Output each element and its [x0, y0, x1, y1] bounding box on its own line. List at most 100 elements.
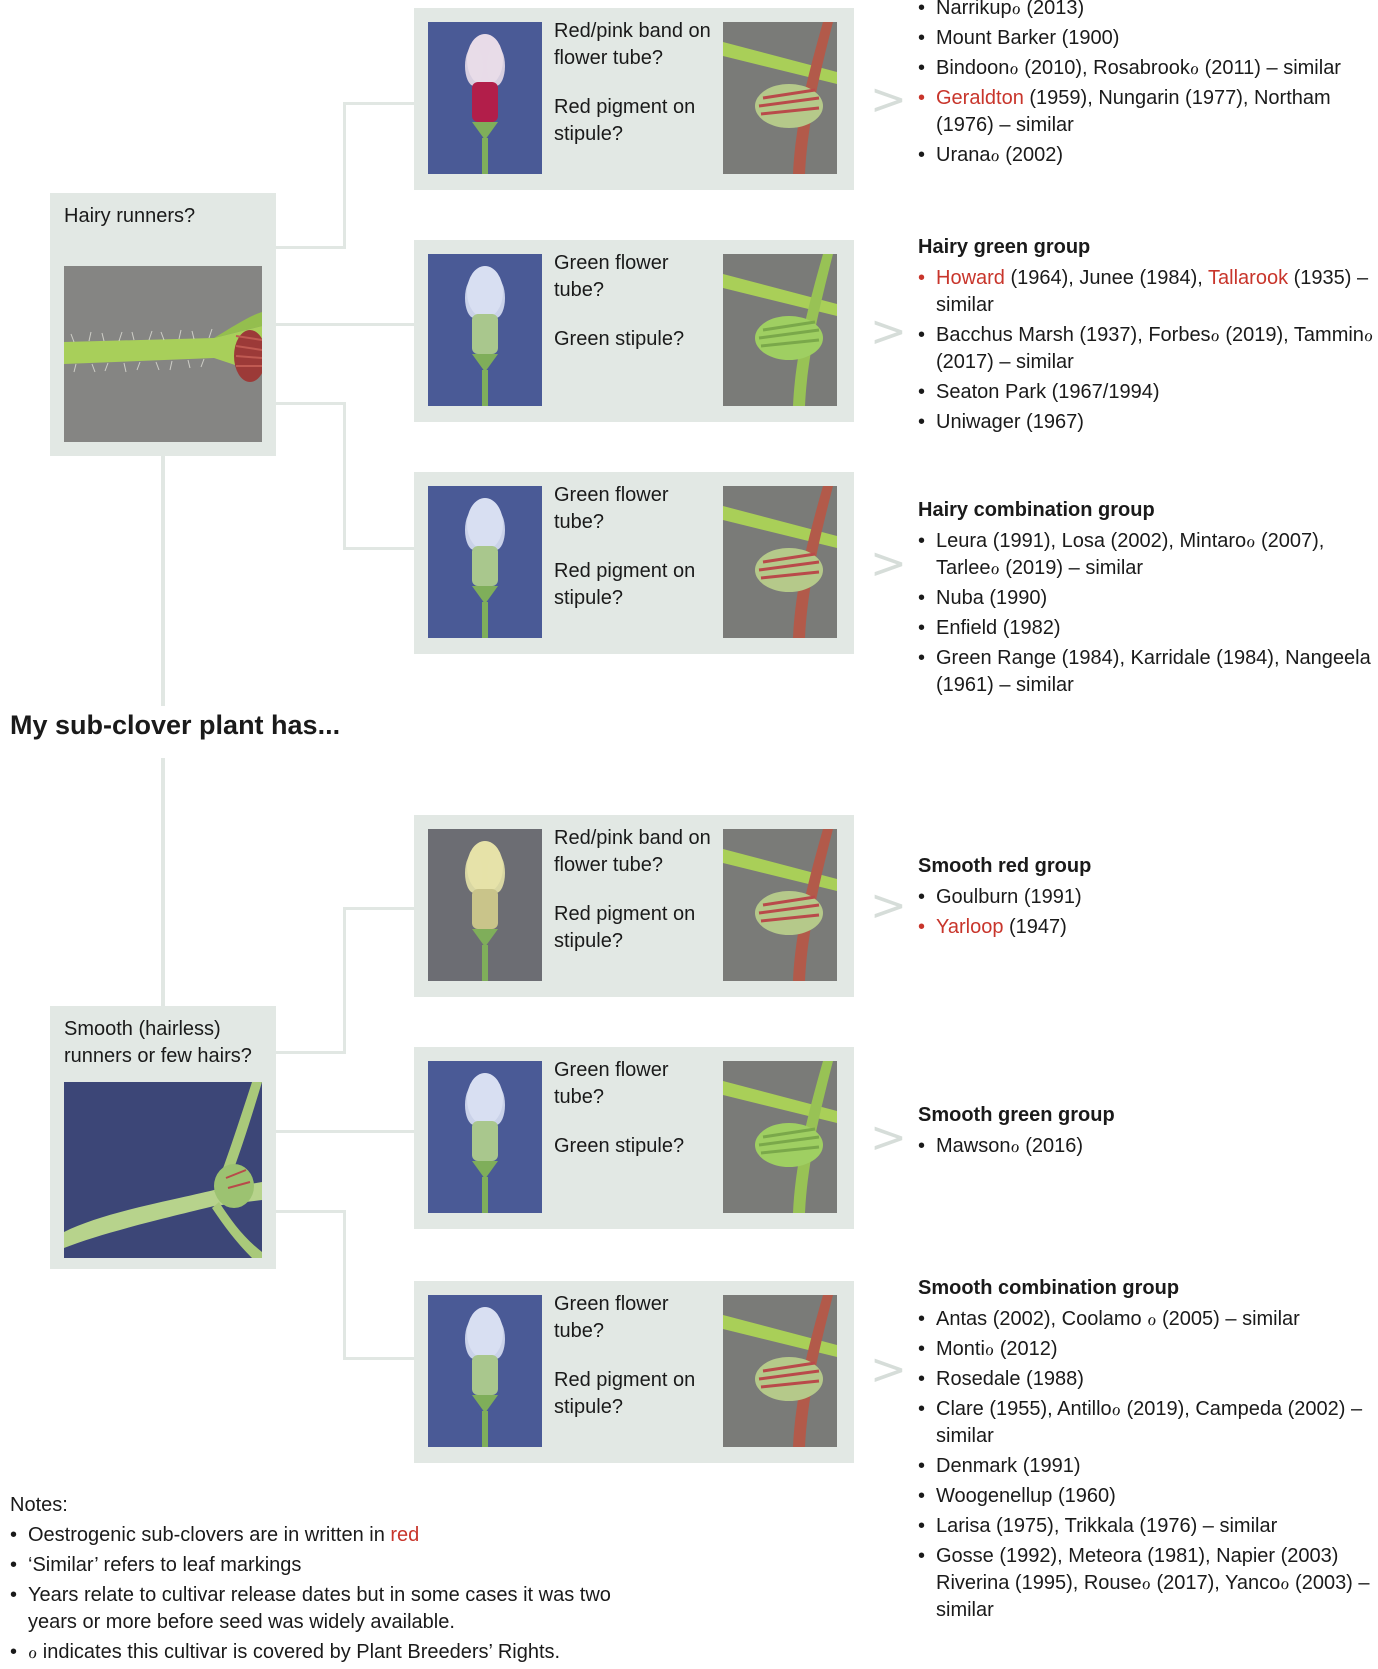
cultivar-text: (1935) – similar: [936, 267, 1369, 316]
note-red-word: red: [390, 1524, 420, 1546]
bullet: •: [918, 1545, 926, 1567]
arrow-chevron: >: [870, 880, 907, 931]
trunk-line-lower: [161, 758, 165, 1006]
smooth-runners-question: Smooth (hairless) runners or few hairs?: [64, 1018, 252, 1067]
hairy-runner-photo: [64, 266, 262, 442]
cultivar-text: Narrikupℴ (2013): [936, 0, 1085, 19]
cultivar-text: Enfield (1982): [936, 617, 1061, 639]
group-hairy-red: • Narrikupℴ (2013) •Mount Barker (1900) • Bi…: [918, 0, 1378, 172]
cultivar-item: • Woogenellup (1960): [918, 1483, 1378, 1510]
cultivar-text: Seaton Park (1967/1994): [936, 381, 1160, 403]
notes: Notes: •Oestrogenic sub-clovers are in w…: [10, 1492, 650, 1669]
cultivar-text: Green Range (1984), Karridale (1984), Na…: [936, 647, 1371, 696]
smooth-branch-line: [343, 907, 346, 1054]
decision-card: Red/pink band on flower tube? Red pigmen…: [414, 815, 854, 997]
bullet: •: [918, 1338, 926, 1360]
cultivar-item: • Green Range (1984), Karridale (1984), N…: [918, 645, 1378, 699]
cultivar-text: Rosedale (1988): [936, 1368, 1084, 1390]
bullet: •: [918, 886, 926, 908]
bullet: •: [918, 530, 926, 552]
cultivar-item: •Enfield (1982): [918, 615, 1378, 642]
bullet: •: [918, 267, 926, 289]
stipule-question: Green stipule?: [554, 328, 685, 350]
bullet: •: [918, 87, 926, 109]
stipule-photo: [723, 1295, 837, 1447]
flower-tube-photo: [428, 1295, 542, 1447]
cultivar-item: •Leura (1991), Losa (2002), Mintaroℴ (20…: [918, 528, 1378, 582]
cultivar-item: • Seaton Park (1967/1994): [918, 379, 1378, 406]
flower-tube-question: Green flower tube?: [554, 252, 669, 301]
bullet: •: [918, 1368, 926, 1390]
hairy-branch-line: [276, 402, 346, 405]
note-item: •‘Similar’ refers to leaf markings: [10, 1554, 302, 1576]
flower-tube-question: Red/pink band on flower tube?: [554, 827, 711, 876]
bullet: •: [918, 1398, 926, 1420]
hairy-runners-box: Hairy runners?: [50, 193, 276, 456]
hairy-branch-line: [343, 402, 346, 550]
cultivar-list: •Mawsonℴ (2016): [918, 1133, 1378, 1160]
cultivar-item: •Mount Barker (1900): [918, 25, 1378, 52]
smooth-branch-line: [343, 907, 414, 910]
smooth-branch-line: [276, 1210, 346, 1213]
bullet: •: [918, 1308, 926, 1330]
bullet: •: [918, 0, 926, 19]
cultivar-item: •Clare (1955), Antilloℴ (2019), Campeda …: [918, 1396, 1378, 1450]
hairy-branch-line: [276, 323, 414, 326]
note-text: ‘Similar’ refers to leaf markings: [28, 1554, 302, 1576]
group-hairy-green: Hairy green group•Howard (1964), Junee (…: [918, 234, 1378, 439]
group-hairy-combination: Hairy combination group•Leura (1991), Lo…: [918, 497, 1378, 702]
smooth-branch-line: [343, 1357, 414, 1360]
cultivar-item: • Bacchus Marsh (1937), Forbesℴ (2019), T…: [918, 322, 1378, 376]
cultivar-item: • Goulburn (1991): [918, 884, 1378, 911]
decision-card: Red/pink band on flower tube? Red pigmen…: [414, 8, 854, 190]
smooth-branch-line: [343, 1210, 346, 1360]
notes-heading: Notes:: [10, 1494, 68, 1516]
arrow-chevron: >: [870, 1112, 907, 1163]
cultivar-list: •Howard (1964), Junee (1984), Tallarook …: [918, 265, 1378, 436]
cultivar-text: Bindoonℴ (2010), Rosabrookℴ (2011) – sim…: [936, 57, 1341, 79]
stipule-question: Red pigment on stipule?: [554, 96, 696, 145]
group-heading: Smooth red group: [918, 855, 1092, 877]
decision-card: Green flower tube? Green stipule?: [414, 1047, 854, 1229]
cultivar-text: Montiℴ (2012): [936, 1338, 1058, 1360]
cultivar-item: • Montiℴ (2012): [918, 1336, 1378, 1363]
oestrogenic-cultivar: Howard: [936, 267, 1005, 289]
arrow-chevron: >: [870, 74, 907, 125]
stipule-photo: [723, 254, 837, 406]
flower-tube-question: Red/pink band on flower tube?: [554, 20, 711, 69]
bullet: •: [918, 1515, 926, 1537]
group-heading: Smooth green group: [918, 1104, 1115, 1126]
flower-tube-photo: [428, 829, 542, 981]
cultivar-item: •Larisa (1975), Trikkala (1976) – simila…: [918, 1513, 1378, 1540]
bullet: •: [918, 381, 926, 403]
cultivar-list: •Leura (1991), Losa (2002), Mintaroℴ (20…: [918, 528, 1378, 699]
page-title: My sub-clover plant has...: [10, 710, 341, 740]
oestrogenic-cultivar: Geraldton: [936, 87, 1024, 109]
hairy-branch-line: [343, 102, 346, 248]
stipule-question: Green stipule?: [554, 1135, 685, 1157]
cultivar-text: (1959), Nungarin (1977), Northam (1976) …: [936, 87, 1331, 136]
cultivar-text: Nuba (1990): [936, 587, 1048, 609]
cultivar-list: •Antas (2002), Coolamo ℴ (2005) – simila…: [918, 1306, 1378, 1624]
group-heading: Hairy green group: [918, 236, 1091, 258]
cultivar-item: • Narrikupℴ (2013): [918, 0, 1378, 22]
cultivar-item: •Uranaℴ (2002): [918, 142, 1378, 169]
bullet: •: [918, 1485, 926, 1507]
group-smooth-green: Smooth green group •Mawsonℴ (2016): [918, 1102, 1378, 1163]
oestrogenic-cultivar: Yarloop: [936, 916, 1004, 938]
smooth-branch-line: [276, 1051, 346, 1054]
note-item: •Oestrogenic sub-clovers are in written …: [10, 1524, 420, 1546]
cultivar-item: •Antas (2002), Coolamo ℴ (2005) – simila…: [918, 1306, 1378, 1333]
cultivar-item: •Nuba (1990): [918, 585, 1378, 612]
bullet: •: [918, 647, 926, 669]
hairy-branch-line: [343, 102, 414, 105]
bullet: •: [918, 324, 926, 346]
cultivar-text: Goulburn (1991): [936, 886, 1082, 908]
flower-tube-question: Green flower tube?: [554, 1293, 669, 1342]
bullet: •: [918, 916, 926, 938]
cultivar-text: Bacchus Marsh (1937), Forbesℴ (2019), Ta…: [936, 324, 1374, 373]
cultivar-text: Woogenellup (1960): [936, 1485, 1116, 1507]
hairy-branch-line: [343, 547, 414, 550]
note-text: Years relate to cultivar release dates b…: [28, 1584, 611, 1633]
hairy-runners-question: Hairy runners?: [64, 205, 196, 227]
